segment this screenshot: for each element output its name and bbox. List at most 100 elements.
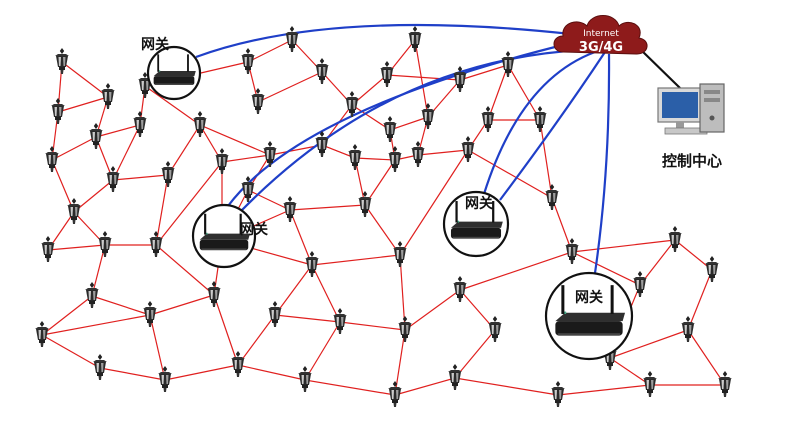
mesh-link [237,364,306,381]
mesh-link [467,149,553,199]
mesh-link [41,295,93,336]
street-lamp-icon [453,276,467,302]
street-lamp-icon [358,191,372,217]
street-lamps [35,26,732,407]
mesh-link [274,314,341,323]
mesh-link [364,204,401,256]
street-lamp-icon [143,301,157,327]
mesh-link [339,321,406,331]
mesh-link [311,264,341,323]
mesh-link [247,189,291,211]
street-lamp-icon [643,371,657,397]
mesh-link [112,124,141,181]
street-lamp-icon [158,366,172,392]
street-lamp-icon [149,231,163,257]
mesh-link [321,144,356,159]
mesh-link [507,64,541,121]
street-lamp-icon [35,321,49,347]
mesh-link [557,384,651,396]
mesh-link [454,377,559,396]
mesh-link [394,329,406,396]
control-center-label: 控制中心 [662,152,722,170]
street-lamp-icon [85,282,99,308]
mesh-link [454,329,496,379]
street-lamp-icon [545,184,559,210]
mesh-link [61,61,109,98]
mesh-link [394,377,456,396]
mesh-link [99,367,166,381]
gateway-label: 网关 [240,221,268,238]
backhaul-link [593,53,611,274]
mesh-link [144,85,201,126]
mesh-link [155,244,215,296]
mesh-link [57,96,109,113]
street-lamp-icon [421,103,435,129]
street-lamp-icon [133,111,147,137]
mesh-link [274,264,313,316]
mesh-link [414,39,429,118]
mesh-link [389,116,429,131]
mesh-link [247,39,293,63]
gateway-node: 网关 [442,190,510,258]
street-lamp-icon [55,48,69,74]
control-center-link [638,47,681,89]
backhaul-link [227,42,568,207]
street-lamp-icon [448,364,462,390]
mesh-link [417,149,469,156]
street-lamp-icon [380,61,394,87]
street-lamp-icon [207,281,221,307]
mesh-link [149,314,166,381]
street-lamp-icon [283,196,297,222]
backhaul-link [482,50,596,195]
mesh-link [351,104,391,131]
street-lamp-icon [398,316,412,342]
mesh-link [237,314,276,366]
mesh-link [41,334,101,369]
mesh-link [95,124,141,138]
street-lamp-icon [161,161,175,187]
street-lamp-icon [45,146,59,172]
mesh-link [91,295,151,316]
mesh-link [257,71,323,103]
street-lamp-icon [215,148,229,174]
mesh-link [73,179,114,213]
backhaul-link [195,23,572,59]
cloud-label-line1: Internet [583,29,619,39]
mesh-link [47,244,106,251]
mesh-link [571,239,676,253]
street-lamp-icon [408,26,422,52]
mesh-link [91,244,106,297]
gateway-label: 网关 [575,289,603,306]
street-lamp-icon [633,271,647,297]
street-lamp-icon [411,141,425,167]
street-lamp-icon [348,144,362,170]
backhaul-links [195,23,681,274]
backhaul-link [499,51,606,201]
mesh-link [487,64,509,121]
gateway-node: 网关 [191,203,268,269]
street-lamp-icon [98,231,112,257]
gateway-node: 网关 [544,271,634,361]
mesh-link [149,294,215,316]
street-lamp-icon [268,301,282,327]
street-lamp-icon [298,366,312,392]
mesh-link [167,124,201,176]
mesh-link [459,64,509,81]
internet-cloud: Internet 3G/4G [553,15,648,55]
street-lamp-icon [285,26,299,52]
mesh-link [687,329,726,386]
street-lamp-icon [383,116,397,142]
street-lamp-icon [305,251,319,277]
mesh-link [351,74,388,106]
street-lamp-icon [488,316,502,342]
mesh-link [304,379,396,396]
street-lamp-icon [241,48,255,74]
mesh-link [404,289,461,331]
mesh-link [164,364,239,381]
mesh-link [551,197,573,253]
mesh-link [304,321,341,381]
street-lamp-icon [51,98,65,124]
mesh-link [155,161,223,246]
mesh-link [41,314,151,336]
